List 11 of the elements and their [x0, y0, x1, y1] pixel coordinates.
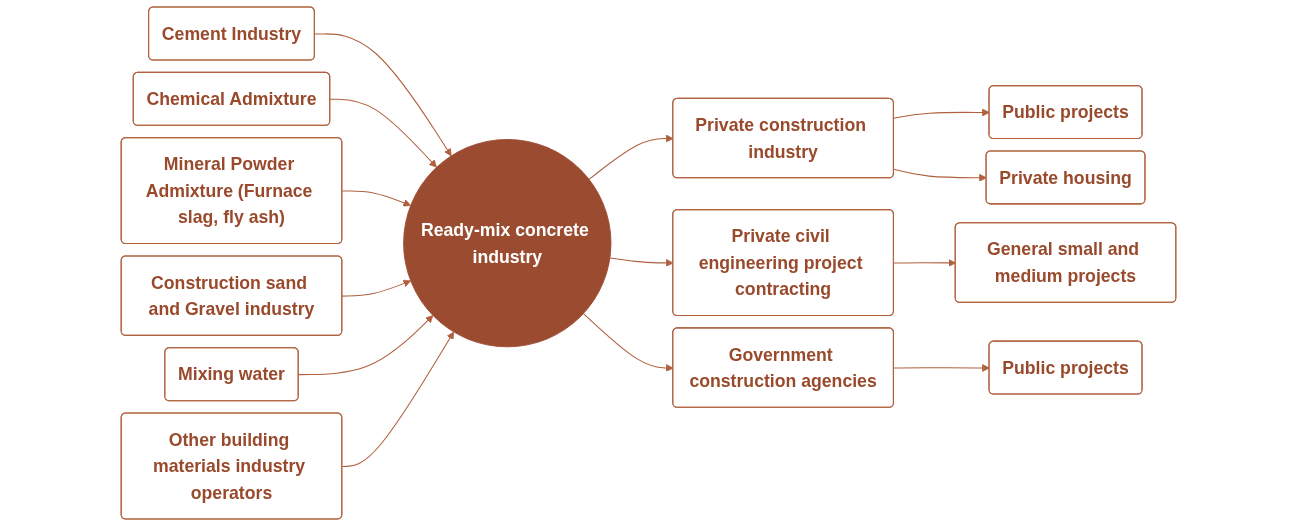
node-circle: Ready-mix concrete industry — [403, 139, 612, 348]
arrow — [893, 259, 956, 267]
arrow — [893, 364, 990, 372]
arrow — [341, 331, 455, 467]
arrow — [314, 33, 452, 157]
arrow — [298, 315, 434, 376]
arrow — [329, 98, 437, 168]
arrow — [341, 190, 412, 207]
arrow — [893, 168, 987, 182]
arrow — [341, 279, 412, 297]
arrow — [893, 108, 990, 119]
